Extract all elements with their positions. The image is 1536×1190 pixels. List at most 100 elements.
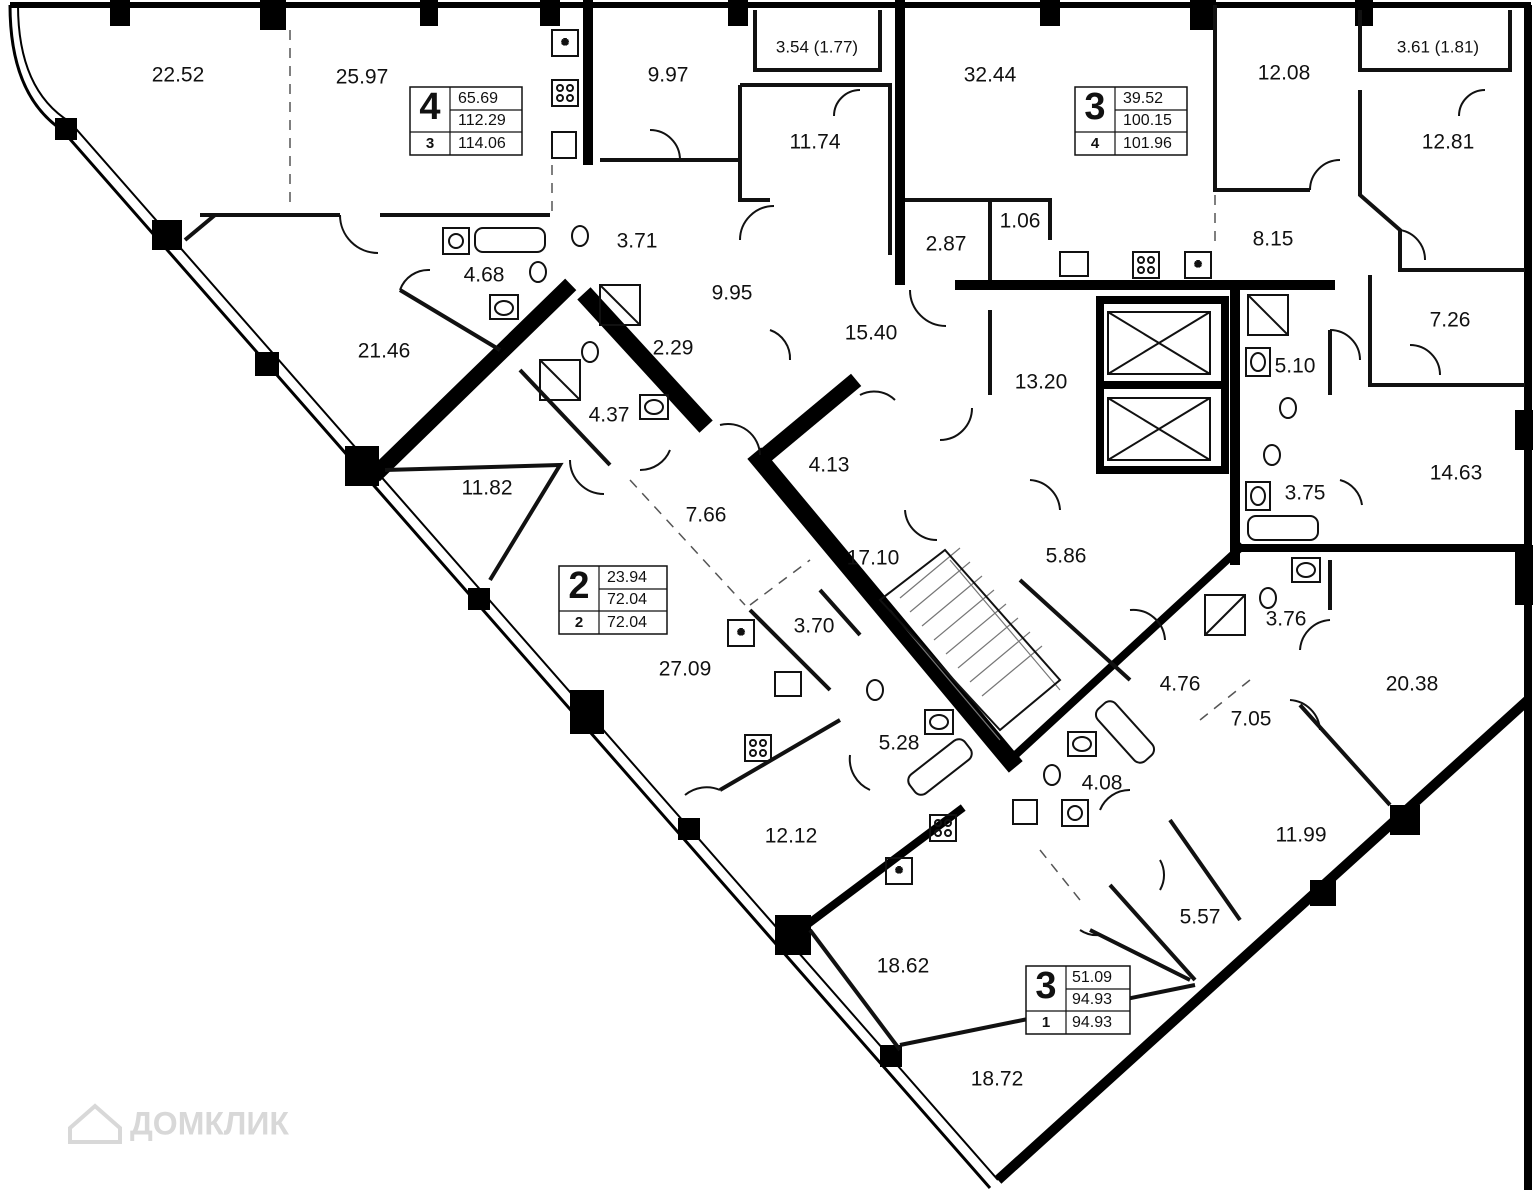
svg-text:*: * xyxy=(896,864,902,881)
room-area: 14.63 xyxy=(1430,462,1483,485)
room-area: 13.20 xyxy=(1015,371,1068,394)
room-area: 20.38 xyxy=(1386,673,1439,696)
apartment-rooms: 4 xyxy=(419,86,440,128)
room-area: 27.09 xyxy=(659,658,712,681)
house-logo-icon xyxy=(68,1103,122,1144)
sink-icon xyxy=(774,671,802,697)
apartment-floor: 1 xyxy=(1042,1014,1050,1031)
sink-icon xyxy=(551,131,577,159)
apartment-box: 3 39.52 100.15 4 101.96 xyxy=(1074,86,1188,156)
watermark-text: ДОМКЛИК xyxy=(130,1105,289,1141)
toilet-icon xyxy=(1043,764,1061,786)
apartment-floor: 2 xyxy=(575,614,583,631)
apartment-living-area: 65.69 xyxy=(458,90,498,107)
room-area: 3.75 xyxy=(1285,482,1326,505)
zone-separators xyxy=(289,30,1251,901)
apartment-living-area: 51.09 xyxy=(1072,969,1112,986)
stove-icon xyxy=(744,734,772,762)
toilet-icon xyxy=(1279,397,1297,419)
room-area: 22.52 xyxy=(152,64,205,87)
balcony-area: 3.61 (1.81) xyxy=(1397,37,1479,56)
svg-text:*: * xyxy=(1195,258,1201,275)
ventilation-icon: * xyxy=(551,29,579,57)
room-area: 3.71 xyxy=(617,230,658,253)
shower-icon xyxy=(539,359,581,401)
toilet-icon xyxy=(529,261,547,283)
apartment-total-area: 72.04 xyxy=(607,591,647,608)
room-area: 7.26 xyxy=(1430,309,1471,332)
toilet-icon xyxy=(866,679,884,701)
room-area: 4.68 xyxy=(464,264,505,287)
room-area: 7.05 xyxy=(1231,708,1272,731)
room-area: 9.97 xyxy=(648,64,689,87)
watermark: ДОМКЛИК xyxy=(68,1103,289,1144)
room-area: 5.57 xyxy=(1180,906,1221,929)
stove-icon xyxy=(551,79,579,107)
sink-icon xyxy=(1291,557,1321,583)
apartment-total-area-alt: 101.96 xyxy=(1123,135,1172,152)
bathtub-icon xyxy=(907,738,973,796)
sink-icon xyxy=(1012,799,1038,825)
toilet-icon xyxy=(1259,587,1277,609)
room-area: 4.76 xyxy=(1160,673,1201,696)
shower-icon xyxy=(599,284,641,326)
stove-icon xyxy=(1132,251,1160,279)
apartment-living-area: 39.52 xyxy=(1123,90,1163,107)
toilet-icon xyxy=(571,225,589,247)
room-area: 5.28 xyxy=(879,732,920,755)
room-area: 11.99 xyxy=(1276,824,1327,847)
toilet-icon xyxy=(581,341,599,363)
elevator-shafts xyxy=(1107,311,1211,461)
room-area: 32.44 xyxy=(964,64,1017,87)
washer-icon xyxy=(442,227,470,255)
apartment-rooms: 3 xyxy=(1084,86,1105,128)
room-area: 21.46 xyxy=(358,340,411,363)
apartment-living-area: 23.94 xyxy=(607,569,647,586)
room-area: 3.76 xyxy=(1266,608,1307,631)
ventilation-icon: * xyxy=(885,857,913,885)
apartment-total-area: 100.15 xyxy=(1123,112,1172,129)
sink-icon xyxy=(1059,251,1089,277)
apartment-total-area-alt: 114.06 xyxy=(458,135,506,152)
sink-icon xyxy=(1067,731,1097,757)
room-area: 8.15 xyxy=(1253,228,1294,251)
apartment-total-area-alt: 94.93 xyxy=(1072,1014,1112,1031)
apartment-rooms: 3 xyxy=(1035,965,1056,1007)
room-area: 3.70 xyxy=(794,615,835,638)
room-area: 5.86 xyxy=(1046,545,1087,568)
room-area: 15.40 xyxy=(845,322,898,345)
apartment-total-area-alt: 72.04 xyxy=(607,614,647,631)
room-area: 4.13 xyxy=(809,454,850,477)
apartment-total-area: 112.29 xyxy=(458,112,506,129)
facade-piers xyxy=(55,0,1533,1067)
room-area: 12.81 xyxy=(1422,131,1475,154)
room-area: 12.12 xyxy=(765,825,818,848)
room-area: 9.95 xyxy=(712,282,753,305)
door-swings xyxy=(339,89,1486,937)
stove-icon xyxy=(929,814,957,842)
bathtub-icon xyxy=(1247,515,1319,541)
apartment-box: 2 23.94 72.04 2 72.04 xyxy=(558,565,668,635)
room-area: 7.66 xyxy=(686,504,727,527)
apartment-floor: 3 xyxy=(426,135,434,152)
sink-icon xyxy=(924,709,954,735)
room-area: 5.10 xyxy=(1275,355,1316,378)
room-area: 17.10 xyxy=(847,547,900,570)
fixtures: * * * * xyxy=(442,29,1321,885)
room-area: 11.82 xyxy=(462,477,513,500)
ventilation-icon: * xyxy=(727,619,755,647)
balcony-area: 3.54 (1.77) xyxy=(776,37,858,56)
apartment-floor: 4 xyxy=(1091,135,1100,152)
sink-icon xyxy=(489,294,519,320)
sink-icon xyxy=(1245,347,1271,377)
apartment-rooms: 2 xyxy=(568,565,589,607)
room-area: 18.72 xyxy=(971,1068,1024,1091)
shower-icon xyxy=(1204,594,1246,636)
svg-text:*: * xyxy=(562,36,568,53)
interior-walls xyxy=(368,0,1532,936)
washer-icon xyxy=(1061,799,1089,827)
shower-icon xyxy=(1247,294,1289,336)
bathtub-icon xyxy=(474,227,546,253)
room-labels: 22.52 25.97 9.97 3.54 (1.77) 11.74 32.44… xyxy=(152,37,1483,1090)
